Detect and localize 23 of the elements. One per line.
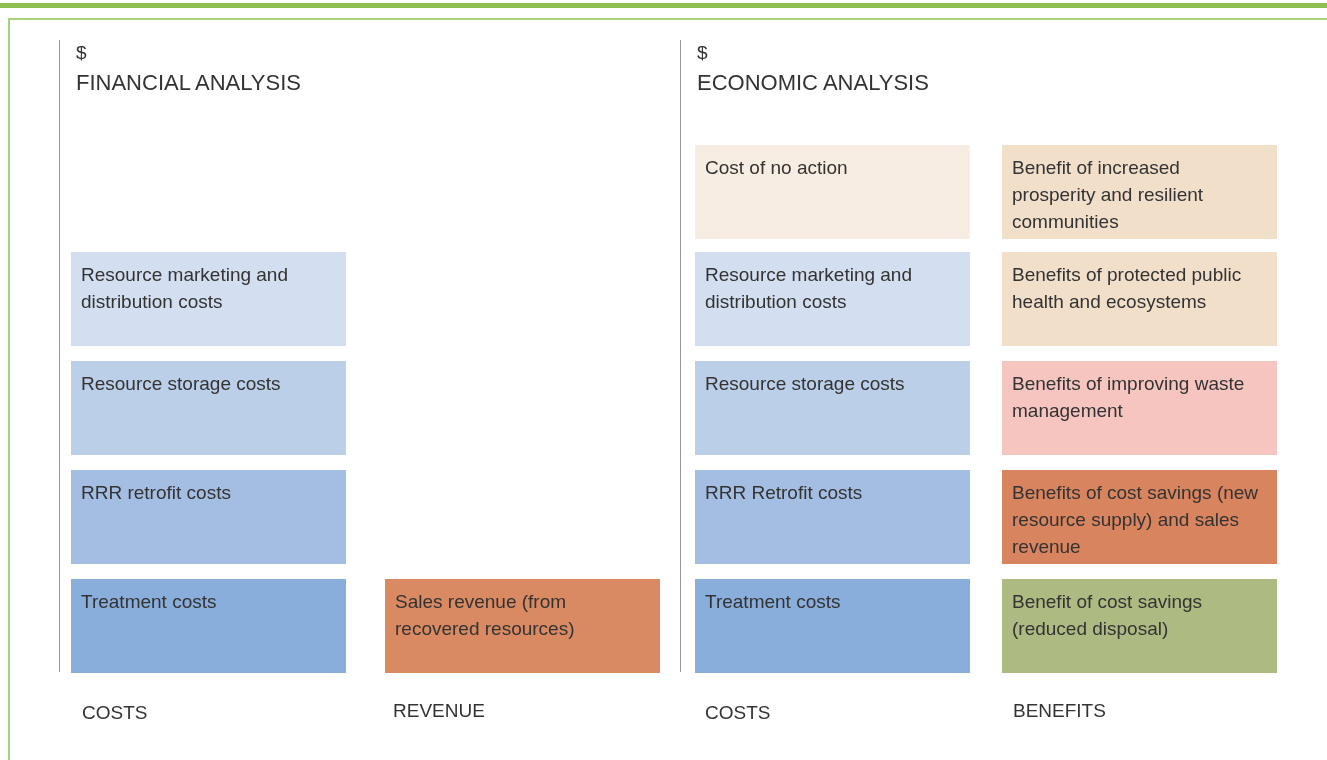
category-block: Cost of no action	[695, 145, 970, 239]
category-block: Resource storage costs	[71, 361, 346, 455]
section-heading: FINANCIAL ANALYSIS	[76, 70, 301, 96]
category-block: Benefit of increased prosperity and resilient communities	[1002, 145, 1277, 239]
category-block: Treatment costs	[71, 579, 346, 673]
category-block: Resource storage costs	[695, 361, 970, 455]
currency-sign: $	[697, 42, 708, 64]
category-block: Benefit of cost savings (reduced disposal)	[1002, 579, 1277, 673]
category-block: Sales revenue (from recovered resources)	[385, 579, 660, 673]
section-heading: ECONOMIC ANALYSIS	[697, 70, 929, 96]
category-block: Benefits of protected public health and ecosystems	[1002, 252, 1277, 346]
category-block: Treatment costs	[695, 579, 970, 673]
currency-sign: $	[76, 42, 87, 64]
column-label: REVENUE	[393, 700, 485, 722]
category-block: RRR Retrofit costs	[695, 470, 970, 564]
category-block: Benefits of improving waste management	[1002, 361, 1277, 455]
column-label: COSTS	[82, 702, 148, 724]
category-block: Resource marketing and distribution costs	[71, 252, 346, 346]
category-block: Benefits of cost savings (new resource supply) and sales revenue	[1002, 470, 1277, 564]
column-label: COSTS	[705, 702, 771, 724]
category-block: Resource marketing and distribution costs	[695, 252, 970, 346]
column-label: BENEFITS	[1013, 700, 1106, 722]
category-block: RRR retrofit costs	[71, 470, 346, 564]
